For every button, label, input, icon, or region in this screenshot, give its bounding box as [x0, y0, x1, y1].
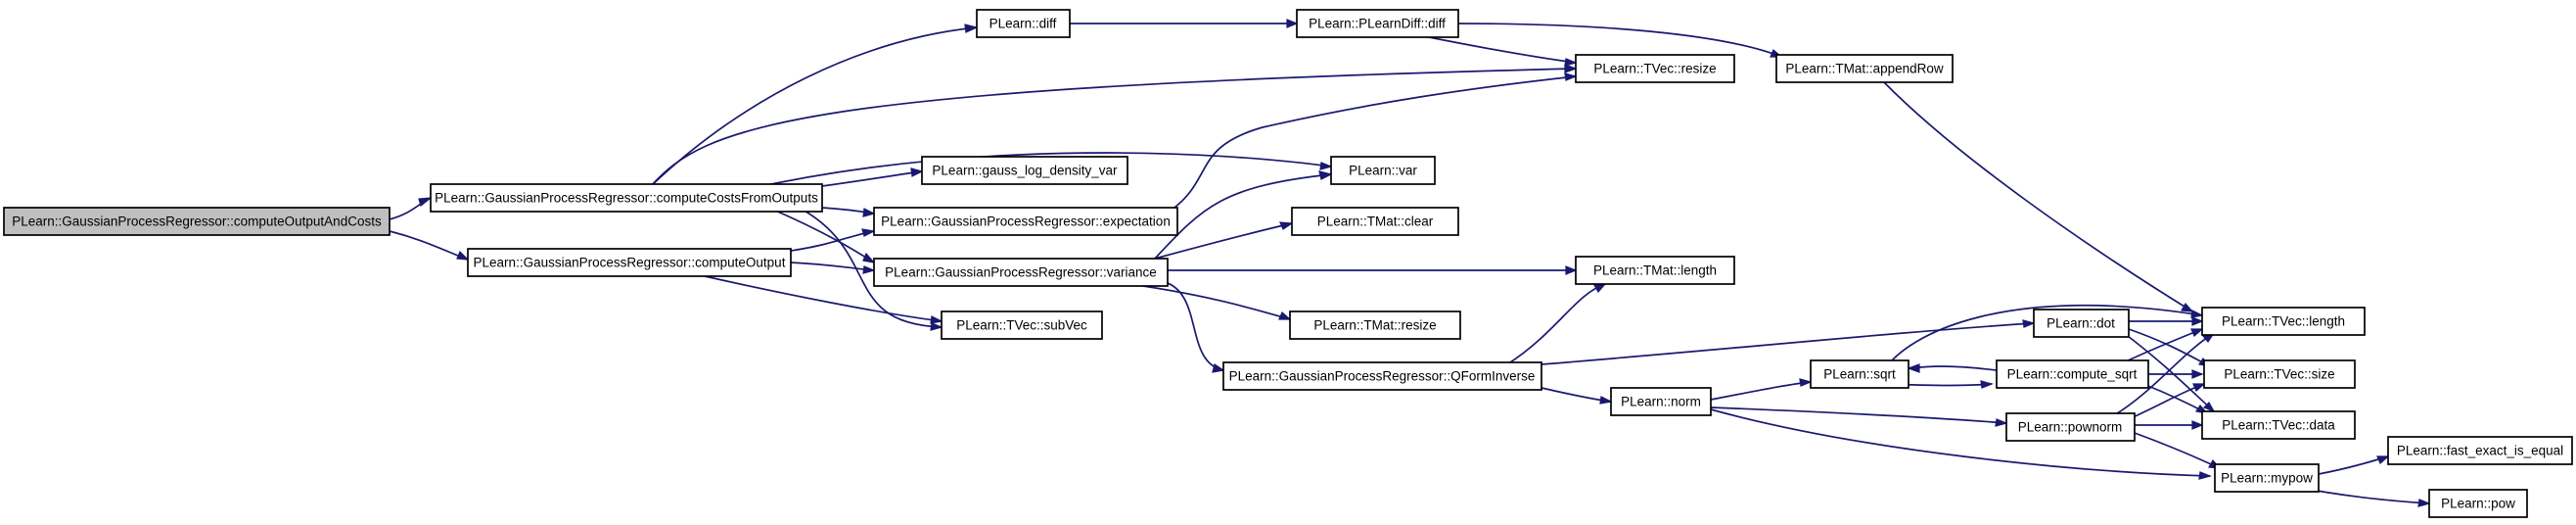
edge-computeCostsFromOutputs-to-gauss-log-density-var [821, 167, 924, 187]
edge-appendrow-to-tvec-length [1883, 81, 2194, 312]
node-compute-output[interactable]: PLearn::GaussianProcessRegressor::comput… [467, 248, 792, 277]
node-diff[interactable]: PLearn::diff [976, 9, 1071, 38]
edge-computeOutput-to-variance [790, 262, 876, 274]
node-tvec-length[interactable]: PLearn::TVec::length [2201, 307, 2366, 336]
edge-computeCostsFromOutputs-to-subvec [802, 209, 943, 331]
svg-text:PLearn::fast_exact_is_equal: PLearn::fast_exact_is_equal [2397, 444, 2563, 458]
svg-text:PLearn::TMat::appendRow: PLearn::TMat::appendRow [1785, 62, 1944, 76]
edge-computeOutput-to-subvec [704, 275, 943, 324]
edge-computeOutput-to-expectation [790, 228, 876, 252]
edge-computeCostsFromOutputs-to-expectation [821, 207, 876, 217]
edge-qforminverse-to-norm [1541, 387, 1613, 405]
edge-computeCostsFromOutputs-to-variance [772, 209, 876, 263]
edge-pownorm-to-tvec-size [2128, 383, 2206, 420]
svg-text:PLearn::TMat::resize: PLearn::TMat::resize [1313, 318, 1436, 333]
node-sqrt[interactable]: PLearn::sqrt [1810, 359, 1909, 389]
edge-compute-sqrt-to-tvec-length [2123, 328, 2204, 363]
edge-variance-to-tmat-length [1168, 265, 1578, 275]
svg-text:PLearn::PLearnDiff::diff: PLearn::PLearnDiff::diff [1309, 17, 1446, 31]
svg-text:PLearn::GaussianProcessRegress: PLearn::GaussianProcessRegressor::comput… [474, 256, 786, 270]
node-dot[interactable]: PLearn::dot [2033, 309, 2130, 338]
edge-computeOutputAndCosts-to-computeCostsFromOutputs [389, 197, 433, 220]
svg-text:PLearn::gauss_log_density_var: PLearn::gauss_log_density_var [932, 164, 1118, 178]
svg-text:PLearn::GaussianProcessRegress: PLearn::GaussianProcessRegressor::QFormI… [1229, 369, 1536, 384]
node-variance[interactable]: PLearn::GaussianProcessRegressor::varian… [873, 258, 1169, 287]
edge-diff-to-plearndiff-diff [1070, 19, 1299, 28]
svg-text:PLearn::sqrt: PLearn::sqrt [1823, 367, 1896, 382]
node-qforminverse[interactable]: PLearn::GaussianProcessRegressor::QFormI… [1222, 361, 1542, 391]
svg-text:PLearn::TMat::clear: PLearn::TMat::clear [1317, 215, 1434, 229]
svg-text:PLearn::TVec::data: PLearn::TVec::data [2222, 418, 2335, 433]
node-compute-output-and-costs[interactable]: PLearn::GaussianProcessRegressor::comput… [3, 207, 391, 236]
node-tvec-subvec[interactable]: PLearn::TVec::subVec [941, 310, 1103, 340]
svg-text:PLearn::pownorm: PLearn::pownorm [2018, 420, 2123, 435]
svg-text:PLearn::GaussianProcessRegress: PLearn::GaussianProcessRegressor::expect… [881, 215, 1171, 229]
svg-text:PLearn::TVec::resize: PLearn::TVec::resize [1593, 62, 1716, 76]
node-var[interactable]: PLearn::var [1330, 156, 1436, 185]
node-tvec-size[interactable]: PLearn::TVec::size [2203, 359, 2356, 389]
node-compute-sqrt[interactable]: PLearn::compute_sqrt [1996, 359, 2149, 389]
svg-text:PLearn::GaussianProcessRegress: PLearn::GaussianProcessRegressor::comput… [12, 215, 382, 229]
node-pownorm[interactable]: PLearn::pownorm [2005, 412, 2136, 442]
edge-mypow-to-fast-exact-is-equal [2318, 455, 2390, 475]
edge-plearndiff-diff-to-tvec-resize [1418, 34, 1578, 67]
edge-sqrt-to-tvec-length [1883, 304, 2204, 371]
edge-variance-to-tmat-clear [1154, 221, 1294, 260]
svg-text:PLearn::mypow: PLearn::mypow [2221, 471, 2313, 486]
edge-variance-to-var [1154, 170, 1333, 260]
svg-text:PLearn::dot: PLearn::dot [2047, 316, 2115, 331]
node-tmat-clear[interactable]: PLearn::TMat::clear [1291, 207, 1459, 236]
edge-variance-to-qforminverse [1164, 281, 1225, 373]
edge-norm-to-sqrt [1710, 378, 1813, 401]
edge-computeCostsFromOutputs-to-diff [650, 24, 979, 187]
svg-text:PLearn::diff: PLearn::diff [989, 17, 1057, 31]
edge-dot-to-tvec-data [2123, 332, 2216, 413]
node-tmat-length[interactable]: PLearn::TMat::length [1575, 256, 1735, 285]
edge-dot-to-tvec-length [2129, 316, 2204, 326]
node-gauss-log-density-var[interactable]: PLearn::gauss_log_density_var [921, 156, 1128, 185]
edge-computeOutputAndCosts-to-computeOutput [389, 230, 470, 261]
edge-compute-sqrt-to-sqrt [1907, 363, 1998, 373]
edge-variance-to-tmat-resize [1115, 281, 1292, 320]
node-pow[interactable]: PLearn::pow [2428, 489, 2528, 518]
svg-text:PLearn::TVec::length: PLearn::TVec::length [2222, 314, 2345, 329]
edge-qforminverse-to-dot [1541, 319, 2036, 365]
node-tmat-appendrow[interactable]: PLearn::TMat::appendRow [1775, 54, 1954, 83]
svg-text:PLearn::GaussianProcessRegress: PLearn::GaussianProcessRegressor::comput… [435, 191, 818, 206]
svg-text:PLearn::compute_sqrt: PLearn::compute_sqrt [2007, 367, 2138, 382]
node-tmat-resize[interactable]: PLearn::TMat::resize [1289, 310, 1461, 340]
edge-computeCostsFromOutputs-to-tvec-resize [650, 64, 1578, 187]
edge-computeCostsFromOutputs-to-var [743, 152, 1333, 191]
nodes-layer: PLearn::GaussianProcessRegressor::comput… [3, 9, 2573, 518]
edge-expectation-to-tvec-resize [1173, 72, 1578, 209]
edge-qforminverse-to-tmat-length [1506, 283, 1607, 365]
svg-text:PLearn::GaussianProcessRegress: PLearn::GaussianProcessRegressor::varian… [885, 265, 1157, 280]
svg-text:PLearn::var: PLearn::var [1349, 164, 1417, 178]
node-tvec-data[interactable]: PLearn::TVec::data [2201, 410, 2356, 440]
edge-norm-to-pownorm [1710, 406, 2008, 427]
node-compute-costs-from-outputs[interactable]: PLearn::GaussianProcessRegressor::comput… [430, 183, 823, 213]
node-expectation[interactable]: PLearn::GaussianProcessRegressor::expect… [873, 207, 1178, 236]
svg-text:PLearn::pow: PLearn::pow [2441, 497, 2515, 511]
svg-text:PLearn::TVec::size: PLearn::TVec::size [2224, 367, 2334, 382]
node-mypow[interactable]: PLearn::mypow [2214, 463, 2320, 493]
svg-text:PLearn::norm: PLearn::norm [1621, 395, 1701, 409]
svg-text:PLearn::TMat::length: PLearn::TMat::length [1593, 263, 1717, 278]
edge-pownorm-to-tvec-data [2135, 420, 2204, 430]
svg-text:PLearn::TVec::subVec: PLearn::TVec::subVec [956, 318, 1087, 333]
node-plearndiff-diff[interactable]: PLearn::PLearnDiff::diff [1296, 9, 1459, 38]
node-tvec-resize[interactable]: PLearn::TVec::resize [1575, 54, 1735, 83]
node-norm[interactable]: PLearn::norm [1610, 387, 1712, 416]
edge-compute-sqrt-to-tvec-size [2148, 369, 2204, 379]
node-fast-exact-is-equal[interactable]: PLearn::fast_exact_is_equal [2387, 436, 2573, 465]
edge-norm-to-mypow [1710, 408, 2212, 480]
edges-layer [389, 19, 2431, 507]
